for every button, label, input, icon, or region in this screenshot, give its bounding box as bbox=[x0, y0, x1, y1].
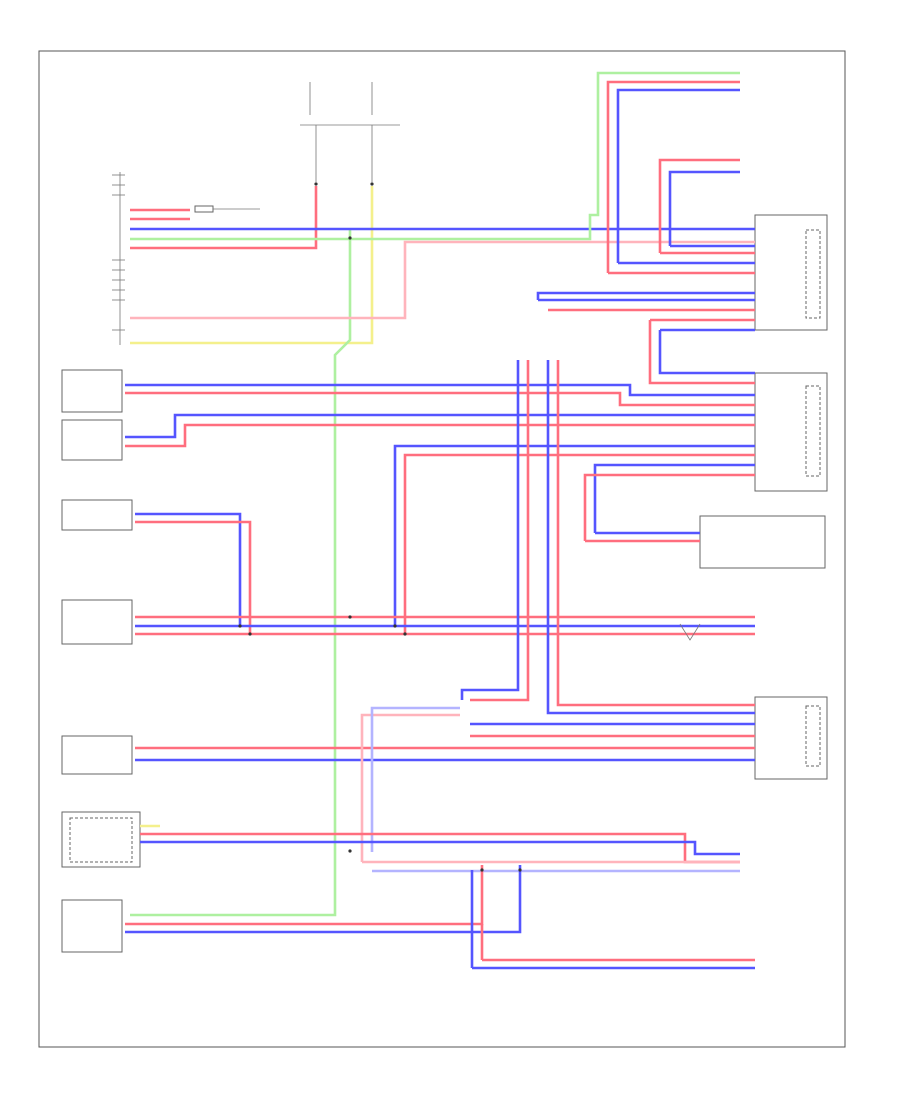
component-box-6-inner bbox=[69, 817, 133, 863]
left-components bbox=[61, 172, 141, 953]
wires bbox=[125, 71, 755, 970]
component-box-2 bbox=[61, 419, 123, 461]
component-box-4 bbox=[61, 599, 133, 645]
component-box-6 bbox=[61, 811, 141, 868]
module-box-2-inner bbox=[805, 385, 821, 477]
component-box-1 bbox=[61, 369, 123, 413]
module-box-4 bbox=[754, 696, 828, 780]
ground-icon bbox=[679, 623, 701, 641]
module-box-3 bbox=[699, 515, 826, 569]
component-box-7 bbox=[61, 899, 123, 953]
component-box-5 bbox=[61, 735, 133, 775]
module-box-1-inner bbox=[805, 229, 821, 319]
module-box-2 bbox=[754, 372, 828, 492]
resistor-icon bbox=[194, 205, 260, 213]
main-unit-pins bbox=[112, 174, 125, 331]
component-box-3 bbox=[61, 499, 133, 531]
splice-points bbox=[238, 236, 522, 872]
module-box-4-inner bbox=[805, 705, 821, 767]
diagram-frame bbox=[38, 50, 846, 1048]
fuse-area bbox=[300, 82, 400, 186]
module-box-1 bbox=[754, 214, 828, 331]
right-components bbox=[699, 214, 828, 780]
